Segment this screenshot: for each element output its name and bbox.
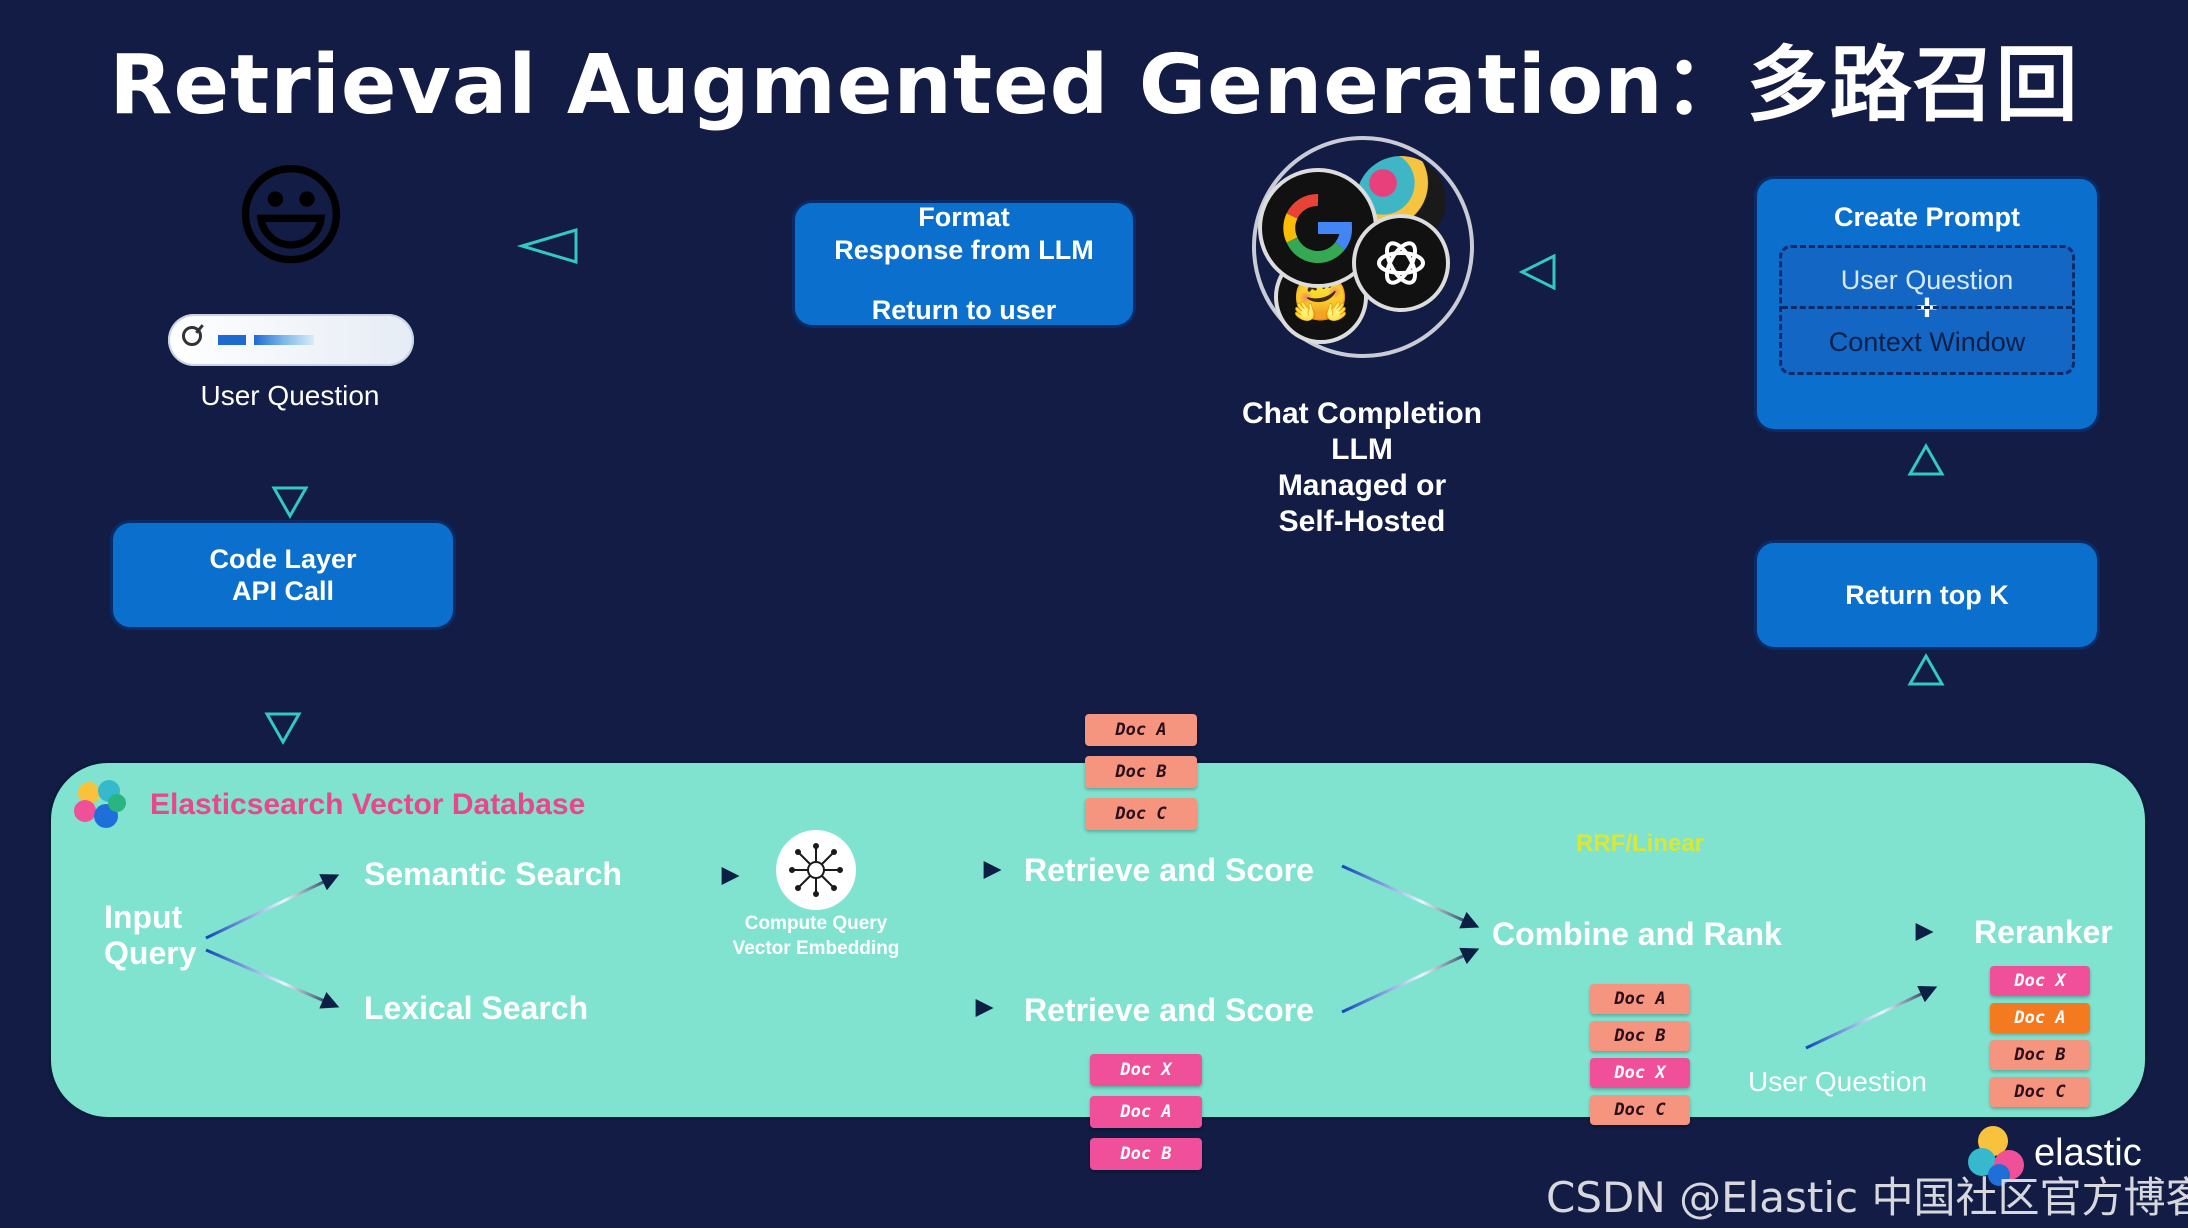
code-line-1: Code Layer [209, 543, 357, 574]
arrow-input-to-semantic [205, 874, 340, 940]
format-line-3: Return to user [871, 295, 1057, 326]
prompt-inner-box: User Question + Context Window [1779, 245, 2075, 376]
doc-chip: Doc B [1090, 1138, 1202, 1170]
doc-chip: Doc A [1990, 1003, 2090, 1033]
logo-dot [74, 800, 96, 822]
arrow-retrieve-top-to-combine [1341, 864, 1480, 929]
arrow-format-to-user [516, 227, 766, 265]
format-line-1: Format [918, 202, 1010, 233]
neural-network-icon [776, 830, 856, 910]
embed-line-1: Compute Query [744, 913, 888, 934]
return-top-k-label: Return top K [1845, 579, 2009, 610]
arrow-code-to-es [264, 650, 302, 746]
prompt-context-window: Context Window [1828, 327, 2026, 358]
csdn-watermark: CSDN @Elastic 中国社区官方博客 [1546, 1173, 2188, 1222]
openai-icon [1352, 214, 1450, 312]
combine-rank-label: Combine and Rank [1492, 916, 1782, 952]
llm-line-4: Self-Hosted [1278, 505, 1446, 538]
logo-dot [1988, 1164, 2010, 1186]
lexical-search-label: Lexical Search [364, 990, 589, 1026]
doc-chip: Doc A [1590, 984, 1690, 1014]
logo-dot [78, 782, 100, 804]
format-line-2: Response from LLM [834, 234, 1094, 265]
input-line-2: Query [104, 934, 197, 971]
doc-chip: Doc B [1990, 1040, 2090, 1070]
doc-chip: Doc A [1085, 714, 1197, 746]
return-top-k-box[interactable]: Return top K [1754, 540, 2100, 650]
reranker-label: Reranker [1974, 914, 2113, 950]
search-icon [182, 326, 202, 346]
llm-line-2: LLM [1331, 433, 1393, 466]
doc-chip: Doc X [1990, 966, 2090, 996]
embed-line-2: Vector Embedding [732, 937, 900, 959]
arrow-question-to-reranker [1805, 985, 1938, 1050]
elastic-cluster-icon [74, 778, 128, 832]
page-title: Retrieval Augmented Generation：多路召回 [109, 38, 2079, 133]
create-prompt-title: Create Prompt [1833, 202, 2021, 232]
elastic-brand-logo [1968, 1126, 2032, 1186]
rrf-linear-label: RRF/Linear [1576, 830, 1705, 857]
arrow-es-to-topk [1907, 652, 1945, 754]
arrow-retrieve-bottom-to-combine [1341, 947, 1480, 1014]
es-user-question-label: User Question [1748, 1066, 1927, 1097]
doc-chip: Doc B [1085, 756, 1197, 788]
code-line-2: API Call [231, 576, 335, 606]
llm-label: Chat Completion LLM Managed or Self-Host… [1160, 396, 1564, 540]
doc-chip: Doc B [1590, 1021, 1690, 1051]
arrow-topk-to-prompt [1907, 442, 1945, 534]
elastic-wordmark: elastic [2034, 1132, 2142, 1174]
arrow-user-to-code [271, 426, 309, 520]
search-query-bar [218, 335, 246, 345]
format-response-box[interactable]: Format Response from LLM Return to user [792, 200, 1136, 328]
prompt-dash-divider [1782, 306, 2072, 310]
llm-logos-cluster: 🤗 [1252, 136, 1474, 358]
llm-line-3: Managed or [1277, 469, 1447, 502]
input-query-label: Input Query [104, 899, 197, 972]
doc-chip: Doc X [1590, 1058, 1690, 1088]
code-layer-box[interactable]: Code Layer API Call [110, 520, 456, 630]
input-line-1: Input [104, 899, 183, 935]
logo-dot [108, 794, 126, 812]
create-prompt-box[interactable]: Create Prompt User Question + Context Wi… [1754, 176, 2100, 432]
doc-chip: Doc C [1590, 1095, 1690, 1125]
doc-chip: Doc C [1085, 798, 1197, 830]
arrow-input-to-lexical [205, 948, 340, 1009]
prompt-user-question: User Question [1840, 265, 2014, 296]
search-query-bar [254, 335, 314, 345]
search-bar-graphic [168, 314, 414, 366]
arrow-llm-to-format [1518, 253, 1660, 291]
retrieve-score-bottom: Retrieve and Score [1024, 992, 1314, 1028]
user-question-label: User Question [200, 380, 380, 411]
doc-chip: Doc C [1990, 1077, 2090, 1107]
smiley-emoji-icon: 😃 [232, 154, 350, 279]
semantic-search-label: Semantic Search [364, 856, 622, 892]
es-panel-title: Elasticsearch Vector Database [150, 788, 586, 821]
llm-line-1: Chat Completion [1242, 397, 1482, 430]
doc-chip: Doc A [1090, 1096, 1202, 1128]
doc-chip: Doc X [1090, 1054, 1202, 1086]
embedding-label: Compute Query Vector Embedding [706, 912, 926, 961]
retrieve-score-top: Retrieve and Score [1024, 852, 1314, 888]
